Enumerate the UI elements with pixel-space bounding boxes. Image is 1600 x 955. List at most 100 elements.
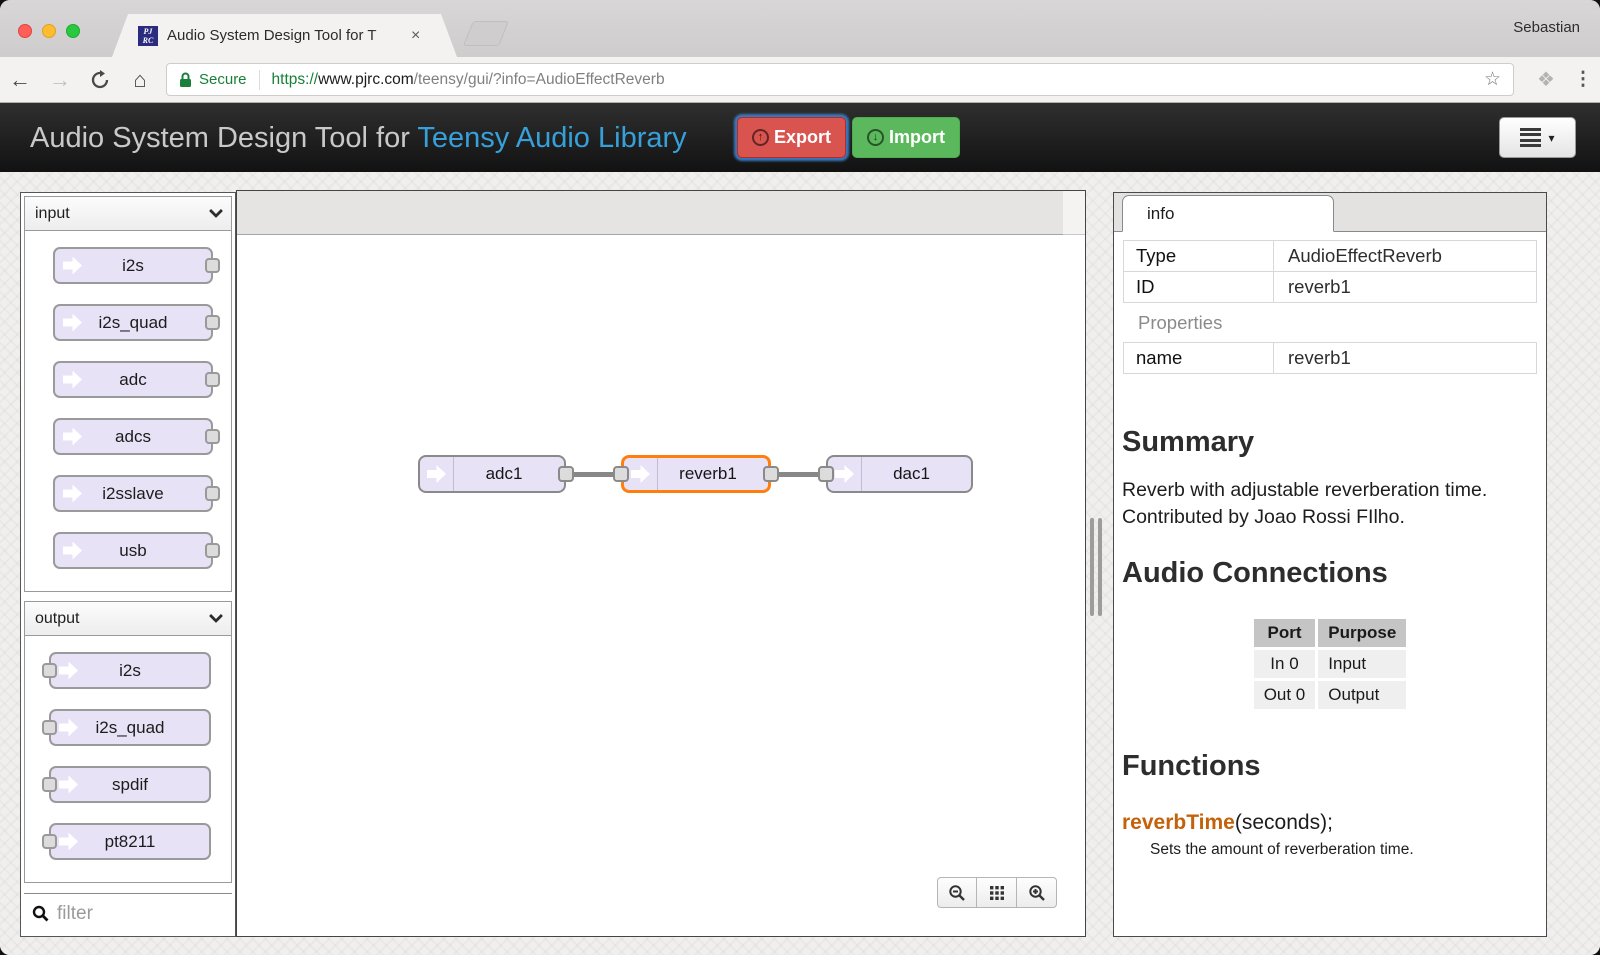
minimize-window-button[interactable] [42,24,56,38]
palette-item-i2s-out[interactable]: i2s [42,652,211,689]
palette-item-i2sslave[interactable]: i2sslave [53,475,220,512]
search-icon [32,905,49,922]
palette-item-pt8211[interactable]: pt8211 [42,823,211,860]
table-header-row: Port Purpose [1253,618,1407,647]
table-row: Out 0 Output [1253,680,1407,709]
zoom-controls [937,877,1057,908]
palette-section-output: output i2s i2s_quad spdif pt8211 [24,601,232,883]
close-window-button[interactable] [18,24,32,38]
address-bar[interactable]: Secure https://www.pjrc.com/teensy/gui/?… [166,63,1514,96]
forward-icon[interactable]: → [49,66,71,92]
palette-item-i2s-in[interactable]: i2s [53,247,220,284]
url-text: https://www.pjrc.com/teensy/gui/?info=Au… [271,70,665,88]
home-icon[interactable]: ⌂ [133,66,147,92]
tab-close-icon[interactable]: × [411,26,421,44]
export-button[interactable]: ↑Export [737,117,847,158]
function-signature: reverbTime(seconds); [1122,810,1333,834]
functions-heading: Functions [1122,749,1261,782]
output-port[interactable] [205,315,220,330]
node-dac1[interactable]: dac1 [826,455,973,493]
browser-profile-name[interactable]: Sebastian [1513,19,1580,36]
output-port[interactable] [205,543,220,558]
zoom-in-button[interactable] [1017,877,1057,908]
table-row: In 0 Input [1253,649,1407,678]
output-port[interactable] [205,258,220,273]
extension-icon[interactable]: ❖ [1537,69,1555,91]
panel-splitter-handle[interactable] [1090,518,1102,616]
palette-item-usb-in[interactable]: usb [53,532,220,569]
reload-icon[interactable] [80,69,120,90]
summary-heading: Summary [1122,426,1255,458]
browser-toolbar: ← → ⌂ Secure https://www.pjrc.com/teensy… [0,57,1600,103]
adc1-output-port[interactable] [558,466,574,482]
export-arrow-icon: ↑ [752,129,769,146]
palette-item-adc[interactable]: adc [53,361,220,398]
function-description: Sets the amount of reverberation time. [1150,840,1414,858]
palette-filter-bar [24,893,232,933]
output-port[interactable] [205,429,220,444]
input-port[interactable] [42,777,57,792]
hamburger-icon [1520,127,1542,148]
palette-section-output-header[interactable]: output [25,602,231,636]
node-arrow-icon [427,465,446,483]
import-arrow-icon: ↓ [867,129,884,146]
window-controls [18,24,80,38]
node-icon-area [624,458,658,490]
palette-section-input: input i2s i2s_quad adc adcs i2sslave usb [24,196,232,592]
node-adc1[interactable]: adc1 [418,455,566,493]
output-port[interactable] [205,486,220,501]
info-tab-strip: info [1114,193,1546,232]
reverb1-input-port[interactable] [613,466,629,482]
node-reverb1[interactable]: reverb1 [621,455,771,493]
reverb1-output-port[interactable] [763,466,779,482]
palette-item-i2s_quad-in[interactable]: i2s_quad [53,304,220,341]
palette-item-spdif[interactable]: spdif [42,766,211,803]
wire-adc1-reverb1 [562,472,618,477]
dac1-input-port[interactable] [818,466,834,482]
node-palette: input i2s i2s_quad adc adcs i2sslave usb… [20,192,236,937]
node-icon-area [420,457,454,491]
palette-section-input-header[interactable]: input [25,197,231,231]
lock-icon [180,72,191,87]
zoom-reset-grid-button[interactable] [977,877,1017,908]
app-header: Audio System Design Tool for Teensy Audi… [0,103,1600,172]
input-port[interactable] [42,834,57,849]
teensy-library-link[interactable]: Teensy Audio Library [417,122,687,154]
zoom-out-button[interactable] [937,877,977,908]
input-port[interactable] [42,663,57,678]
input-port[interactable] [42,720,57,735]
import-button[interactable]: ↓Import [852,117,960,158]
chevron-down-icon: ▾ [1548,130,1555,145]
back-icon[interactable]: ← [9,66,31,92]
chevron-down-icon [208,608,224,624]
filter-input[interactable] [57,902,207,925]
secure-label[interactable]: Secure [199,71,247,88]
palette-item-i2s_quad-out[interactable]: i2s_quad [42,709,211,746]
chevron-down-icon [208,203,224,219]
canvas-top-bar [237,191,1063,235]
new-tab-button[interactable] [462,21,510,46]
node-arrow-icon [835,465,854,483]
connections-table: Port Purpose In 0 Input Out 0 Output [1251,616,1410,712]
tab-info[interactable]: info [1122,195,1334,232]
app-menu-button[interactable]: ▾ [1499,117,1576,158]
main-content: input i2s i2s_quad adc adcs i2sslave usb… [0,172,1600,955]
node-icon-area [828,457,862,491]
design-canvas[interactable]: adc1 reverb1 dac1 [236,190,1086,937]
bookmark-star-icon[interactable]: ☆ [1483,69,1501,90]
output-port[interactable] [205,372,220,387]
audio-connections-heading: Audio Connections [1122,556,1388,589]
canvas-top-bar-corner [1063,191,1085,235]
app-title: Audio System Design Tool for Teensy Audi… [30,122,687,154]
fullscreen-window-button[interactable] [66,24,80,38]
browser-menu-icon[interactable]: ⋮ [1573,69,1593,90]
palette-item-adcs[interactable]: adcs [53,418,220,455]
